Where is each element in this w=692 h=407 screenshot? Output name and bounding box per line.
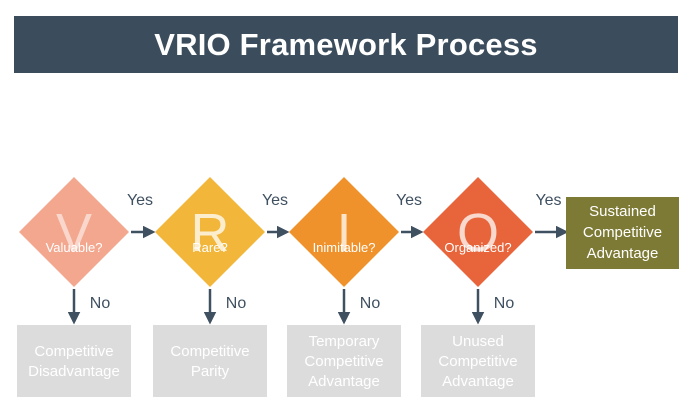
outcome-text-rare: Competitive — [170, 343, 249, 360]
no-label-valuable: No — [90, 295, 111, 312]
outcome-text-organized: Competitive — [438, 353, 517, 370]
outcome-box-organized — [421, 325, 535, 397]
sustained-advantage-box — [566, 197, 679, 269]
outcome-box-inimitable — [287, 325, 401, 397]
page-title: VRIO Framework Process — [154, 26, 538, 62]
diamond-inimitable — [289, 177, 399, 287]
title-banner: VRIO Framework Process — [14, 16, 678, 73]
yes-label-organized: Yes — [535, 192, 561, 209]
outcome-text-inimitable: Advantage — [308, 373, 380, 390]
outcome-text-inimitable: Competitive — [304, 353, 383, 370]
letter-i: I — [336, 203, 351, 263]
question-rare: Rare? — [192, 240, 227, 255]
outcome-text-rare: Parity — [191, 363, 230, 380]
question-inimitable: Inimitable? — [313, 240, 376, 255]
no-label-rare: No — [226, 295, 247, 312]
outcome-text-organized: Unused — [452, 333, 504, 350]
question-organized: Organized? — [444, 240, 511, 255]
outcome-box-rare — [153, 325, 267, 397]
letter-o: O — [457, 203, 499, 263]
no-label-inimitable: No — [360, 295, 381, 312]
outcome-text-organized: Advantage — [442, 373, 514, 390]
sustained-advantage-text: Advantage — [587, 245, 659, 262]
diamond-valuable — [19, 177, 129, 287]
yes-label-inimitable: Yes — [396, 192, 422, 209]
outcome-text-valuable: Competitive — [34, 343, 113, 360]
yes-label-rare: Yes — [262, 192, 288, 209]
letter-r: R — [191, 203, 230, 263]
letter-v: V — [56, 203, 92, 263]
outcome-text-inimitable: Temporary — [309, 333, 380, 350]
sustained-advantage-text: Competitive — [583, 224, 662, 241]
yes-label-valuable: Yes — [127, 192, 153, 209]
no-label-organized: No — [494, 295, 515, 312]
outcome-box-valuable — [17, 325, 131, 397]
question-valuable: Valuable? — [46, 240, 103, 255]
outcome-text-valuable: Disadvantage — [28, 363, 120, 380]
sustained-advantage-text: Sustained — [589, 203, 656, 220]
diamond-rare — [155, 177, 265, 287]
diamond-organized — [423, 177, 533, 287]
